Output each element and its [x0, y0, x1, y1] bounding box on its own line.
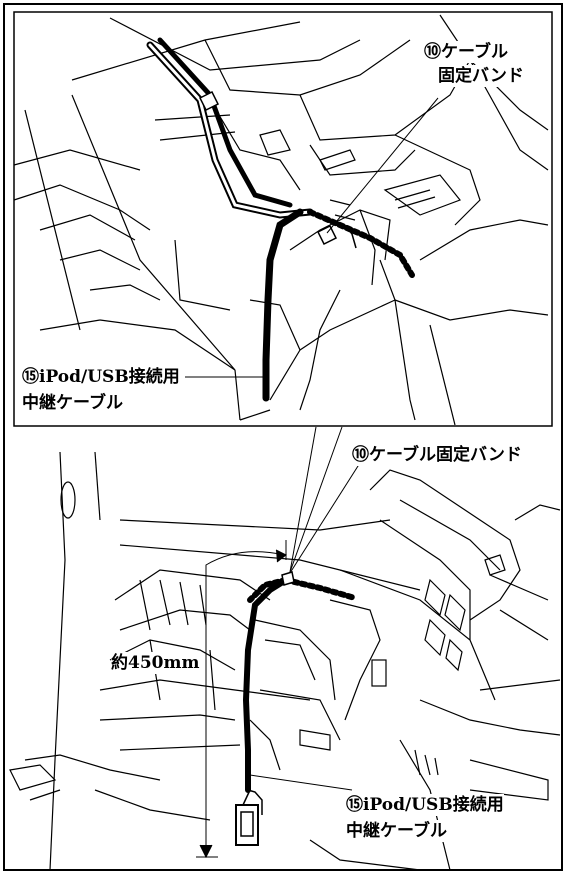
- length-label: 約450mm: [111, 652, 200, 674]
- top-detail-panel: [13, 11, 553, 427]
- outer-frame: [3, 3, 563, 871]
- bottom-cable-label-line2: 中継ケーブル: [346, 820, 447, 842]
- bottom-band-label: ⑩ケーブル固定バンド: [352, 444, 522, 466]
- cable-leader-bottom: [249, 774, 353, 791]
- top-band-label-line2: 固定バンド: [438, 65, 524, 87]
- bottom-cable-label-line1: ⑮iPod/USB接続用: [346, 794, 504, 816]
- top-cable-label-line2: 中継ケーブル: [22, 392, 123, 414]
- band-leader-bottom: [289, 454, 366, 574]
- bottom-overview-panel: [9, 426, 561, 871]
- band-leader-top: [326, 97, 439, 234]
- top-band-label-line1: ⑩ケーブル: [424, 41, 508, 63]
- top-cable-label-line1: ⑮iPod/USB接続用: [22, 366, 180, 388]
